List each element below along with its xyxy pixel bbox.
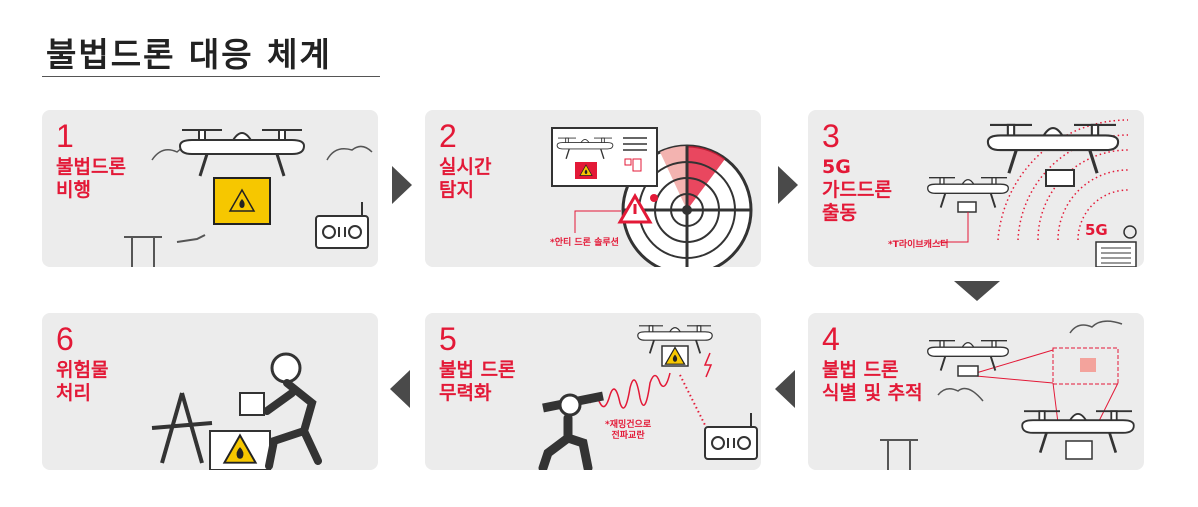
step-5-panel: 5 불법 드론 무력화 *재밍건으로 전파교란 [425, 313, 761, 470]
step-label: 5G 가드드론 출동 [822, 156, 892, 224]
hazard-disposal-illustration [151, 352, 322, 470]
anti-drone-note: *안티 드론 솔루션 [550, 238, 619, 248]
arrow-right-icon [778, 166, 798, 204]
step-label: 불법드론 비행 [56, 156, 126, 201]
arrow-right-icon [392, 166, 412, 204]
identify-track-illustration [880, 320, 1136, 470]
illegal-drone-illustration [124, 128, 373, 267]
jamming-gun-note: *재밍건으로 전파교란 [605, 420, 652, 441]
page-title: 불법드론 대응 체계 [46, 35, 332, 74]
step-number: 2 [439, 118, 457, 154]
step-label: 위험물 처리 [56, 359, 109, 404]
step-number: 5 [439, 321, 457, 357]
radar-detection-illustration [551, 127, 753, 267]
t-livecaster-note: *T라이브캐스터 [888, 240, 949, 250]
arrow-left-icon [775, 370, 795, 408]
step-2-panel: 2 실시간 탐지 *안티 드론 솔루션 [425, 110, 761, 267]
step-number: 4 [822, 321, 840, 357]
guard-drone-illustration [926, 119, 1137, 267]
step-label: 불법 드론 무력화 [439, 359, 516, 404]
step-4-panel: 4 불법 드론 식별 및 추적 [808, 313, 1144, 470]
step-number: 6 [56, 321, 74, 357]
step-number: 3 [822, 118, 840, 154]
step-label: 불법 드론 식별 및 추적 [822, 359, 923, 404]
jamming-illustration [538, 324, 758, 470]
step-number: 1 [56, 118, 74, 154]
step-6-panel: 6 위험물 처리 [42, 313, 378, 470]
step-label: 실시간 탐지 [439, 156, 492, 201]
step-3-panel: 3 5G 가드드론 출동 *T라이브캐스터 5G [808, 110, 1144, 267]
step-1-panel: 1 불법드론 비행 [42, 110, 378, 267]
5g-badge: 5G [1085, 221, 1108, 239]
arrow-down-icon [954, 281, 1000, 301]
arrow-left-icon [390, 370, 410, 408]
title-underline [42, 76, 380, 77]
